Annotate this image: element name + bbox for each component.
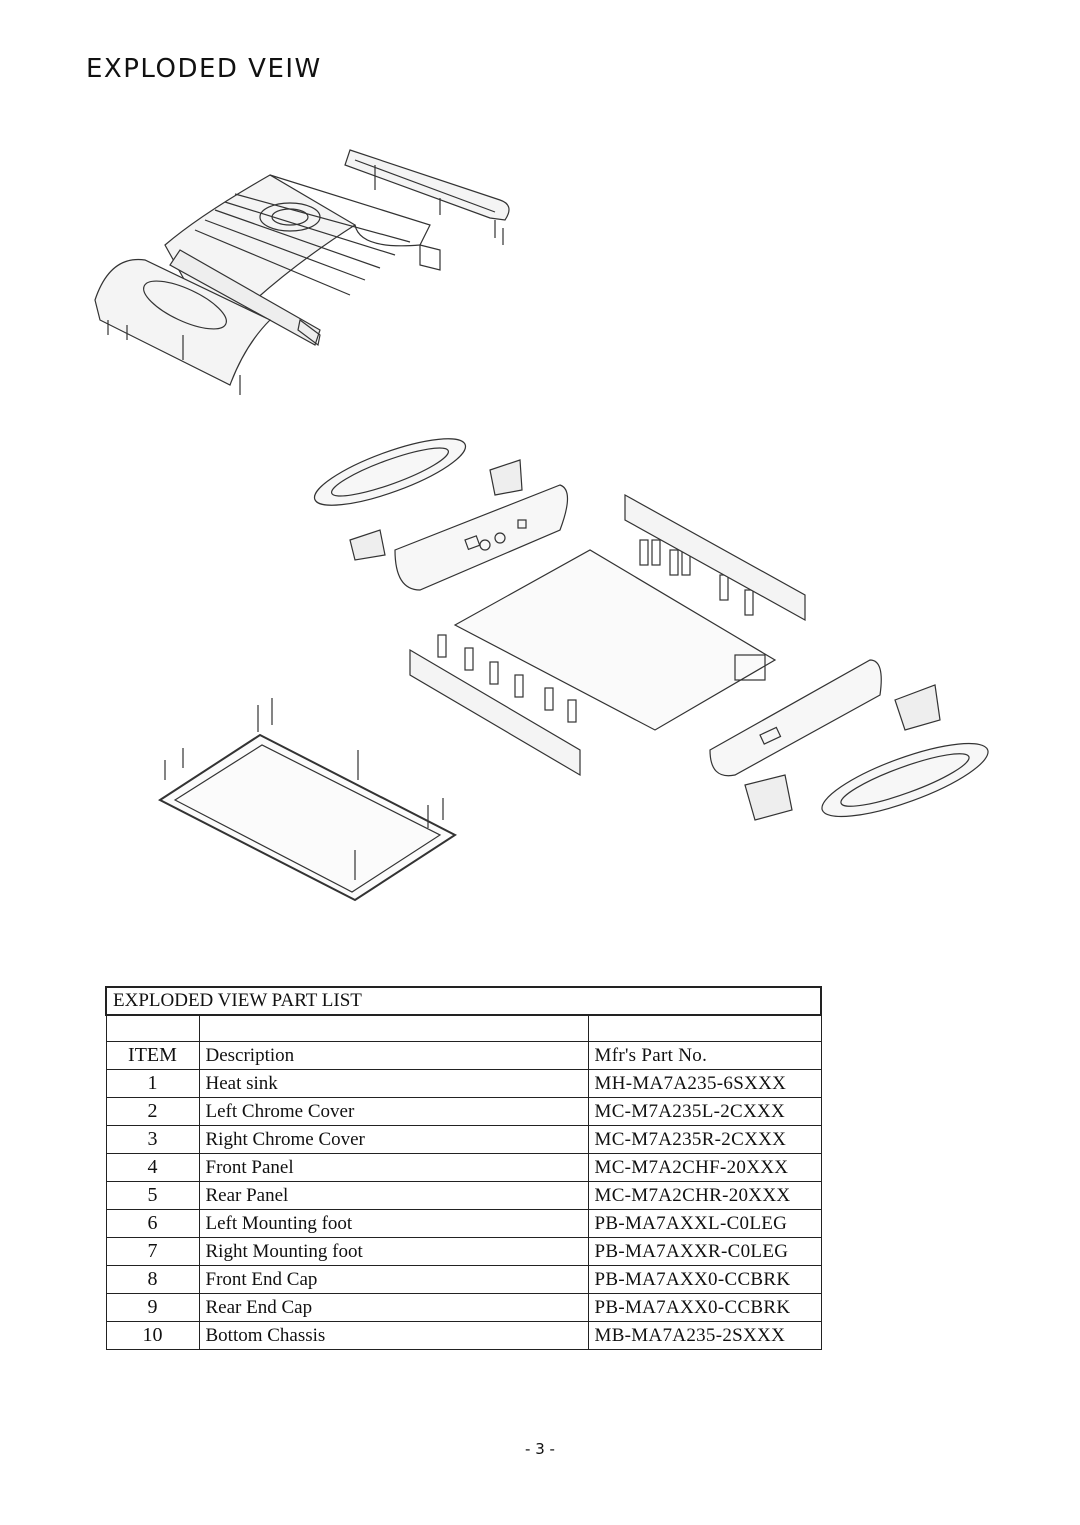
item-part-no: MB-MA7A235-2SXXX xyxy=(587,1321,822,1350)
blank-cell xyxy=(105,1014,200,1042)
table-row: 2 Left Chrome Cover MC-M7A235L-2CXXX xyxy=(105,1097,822,1126)
item-description: Rear End Cap xyxy=(198,1293,589,1322)
exploded-view-diagram xyxy=(94,149,989,902)
table-row: 9 Rear End Cap PB-MA7AXX0-CCBRK xyxy=(105,1293,822,1322)
item-number: 8 xyxy=(105,1265,200,1294)
item-description: Right Mounting foot xyxy=(198,1237,589,1266)
item-number: 7 xyxy=(105,1237,200,1266)
right-chrome-cover-drawing xyxy=(344,149,510,245)
item-part-no: PB-MA7AXX0-CCBRK xyxy=(587,1293,822,1322)
item-description: Heat sink xyxy=(198,1069,589,1098)
table-row: 7 Right Mounting foot PB-MA7AXXR-C0LEG xyxy=(105,1237,822,1266)
item-description: Right Chrome Cover xyxy=(198,1125,589,1154)
bottom-chassis-drawing xyxy=(158,698,457,902)
circuit-board-drawing xyxy=(437,539,777,731)
table-row: 10 Bottom Chassis MB-MA7A235-2SXXX xyxy=(105,1321,822,1350)
caption-row: EXPLODED VIEW PART LIST xyxy=(105,986,822,1016)
page-number: - 3 - xyxy=(525,1440,555,1458)
item-number: 2 xyxy=(105,1097,200,1126)
item-number: 3 xyxy=(105,1125,200,1154)
left-chrome-cover-drawing xyxy=(94,258,272,395)
table-caption: EXPLODED VIEW PART LIST xyxy=(105,986,822,1016)
item-part-no: MC-M7A2CHR-20XXX xyxy=(587,1181,822,1210)
table-row: 4 Front Panel MC-M7A2CHF-20XXX xyxy=(105,1153,822,1182)
header-description: Description xyxy=(198,1041,589,1070)
item-number: 1 xyxy=(105,1069,200,1098)
item-part-no: MH-MA7A235-6SXXX xyxy=(587,1069,822,1098)
rear-panel-drawing xyxy=(709,659,989,821)
item-part-no: MC-M7A235R-2CXXX xyxy=(587,1125,822,1154)
item-number: 5 xyxy=(105,1181,200,1210)
item-part-no: MC-M7A2CHF-20XXX xyxy=(587,1153,822,1182)
page-title: EXPLODED VEIW xyxy=(86,54,322,84)
item-part-no: PB-MA7AXX0-CCBRK xyxy=(587,1265,822,1294)
item-description: Rear Panel xyxy=(198,1181,589,1210)
item-number: 4 xyxy=(105,1153,200,1182)
header-item: ITEM xyxy=(105,1041,200,1070)
item-description: Bottom Chassis xyxy=(198,1321,589,1350)
item-part-no: PB-MA7AXXL-C0LEG xyxy=(587,1209,822,1238)
item-number: 9 xyxy=(105,1293,200,1322)
item-description: Front End Cap xyxy=(198,1265,589,1294)
item-part-no: PB-MA7AXXR-C0LEG xyxy=(587,1237,822,1266)
table-row: 3 Right Chrome Cover MC-M7A235R-2CXXX xyxy=(105,1125,822,1154)
item-description: Left Mounting foot xyxy=(198,1209,589,1238)
blank-cell xyxy=(198,1014,589,1042)
rear-rail-drawing xyxy=(409,493,806,777)
parts-list-table: EXPLODED VIEW PART LIST ITEM Description… xyxy=(105,986,822,1350)
table-row: 6 Left Mounting foot PB-MA7AXXL-C0LEG xyxy=(105,1209,822,1238)
table-row: 8 Front End Cap PB-MA7AXX0-CCBRK xyxy=(105,1265,822,1294)
item-description: Front Panel xyxy=(198,1153,589,1182)
table-row: 1 Heat sink MH-MA7A235-6SXXX xyxy=(105,1069,822,1098)
item-description: Left Chrome Cover xyxy=(198,1097,589,1126)
table-row: 5 Rear Panel MC-M7A2CHR-20XXX xyxy=(105,1181,822,1210)
header-part-no: Mfr's Part No. xyxy=(587,1041,822,1070)
item-number: 10 xyxy=(105,1321,200,1350)
item-part-no: MC-M7A235L-2CXXX xyxy=(587,1097,822,1126)
blank-row xyxy=(105,1014,822,1042)
front-panel-drawing xyxy=(313,438,569,591)
header-row: ITEM Description Mfr's Part No. xyxy=(105,1041,822,1070)
blank-cell xyxy=(587,1014,822,1042)
item-number: 6 xyxy=(105,1209,200,1238)
